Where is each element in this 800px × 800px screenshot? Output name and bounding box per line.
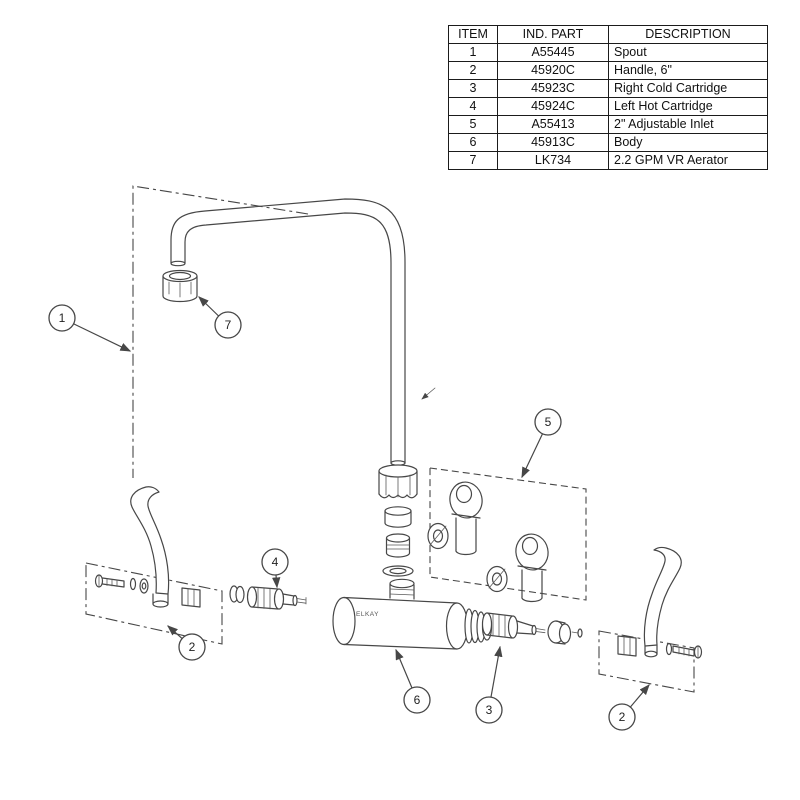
callouts: 1 7 5 4 2 bbox=[48, 296, 650, 731]
callout-2-left: 2 bbox=[167, 625, 206, 661]
callout-7: 7 bbox=[198, 296, 242, 339]
callout-3: 3 bbox=[475, 645, 503, 724]
table-row: 5 A55413 2" Adjustable Inlet bbox=[448, 115, 768, 134]
table-row: 7 LK734 2.2 GPM VR Aerator bbox=[448, 151, 768, 170]
callout-5: 5 bbox=[521, 408, 562, 479]
svg-text:1: 1 bbox=[59, 311, 66, 325]
cell-part: 45920C bbox=[497, 61, 609, 80]
svg-text:4: 4 bbox=[272, 555, 279, 569]
left-hot-cartridge bbox=[229, 585, 307, 610]
parts-table: ITEM IND. PART DESCRIPTION 1 A55445 Spou… bbox=[448, 25, 768, 170]
spout-pointer-arrow bbox=[421, 387, 436, 400]
spout-coupling-stack bbox=[378, 464, 418, 577]
table-row: 6 45913C Body bbox=[448, 133, 768, 152]
callout-4: 4 bbox=[261, 548, 289, 589]
svg-text:7: 7 bbox=[225, 318, 232, 332]
svg-text:5: 5 bbox=[545, 415, 552, 429]
inlet-assembly bbox=[427, 467, 587, 603]
body-brand-label: ELKAY bbox=[356, 611, 379, 618]
right-handle-assembly bbox=[598, 546, 703, 693]
cell-desc: Spout bbox=[608, 43, 768, 62]
callout-2-right: 2 bbox=[608, 684, 650, 731]
table-row: 1 A55445 Spout bbox=[448, 43, 768, 62]
table-row: 4 45924C Left Hot Cartridge bbox=[448, 97, 768, 116]
table-row: 3 45923C Right Cold Cartridge bbox=[448, 79, 768, 98]
phantom-boundary-lines bbox=[132, 185, 309, 478]
cell-desc: 2" Adjustable Inlet bbox=[608, 115, 768, 134]
left-handle-assembly bbox=[85, 486, 223, 645]
svg-text:2: 2 bbox=[189, 640, 196, 654]
callout-1: 1 bbox=[48, 304, 132, 352]
right-cold-cartridge bbox=[481, 612, 583, 645]
table-header-row: ITEM IND. PART DESCRIPTION bbox=[448, 25, 768, 44]
cell-desc: 2.2 GPM VR Aerator bbox=[608, 151, 768, 170]
body: ELKAY bbox=[332, 578, 493, 650]
aerator bbox=[162, 269, 198, 303]
cell-part: LK734 bbox=[497, 151, 609, 170]
callout-6: 6 bbox=[395, 648, 431, 714]
spout bbox=[170, 198, 436, 466]
svg-text:3: 3 bbox=[486, 703, 493, 717]
cell-desc: Right Cold Cartridge bbox=[608, 79, 768, 98]
svg-text:6: 6 bbox=[414, 693, 421, 707]
cell-desc: Handle, 6" bbox=[608, 61, 768, 80]
svg-text:2: 2 bbox=[619, 710, 626, 724]
